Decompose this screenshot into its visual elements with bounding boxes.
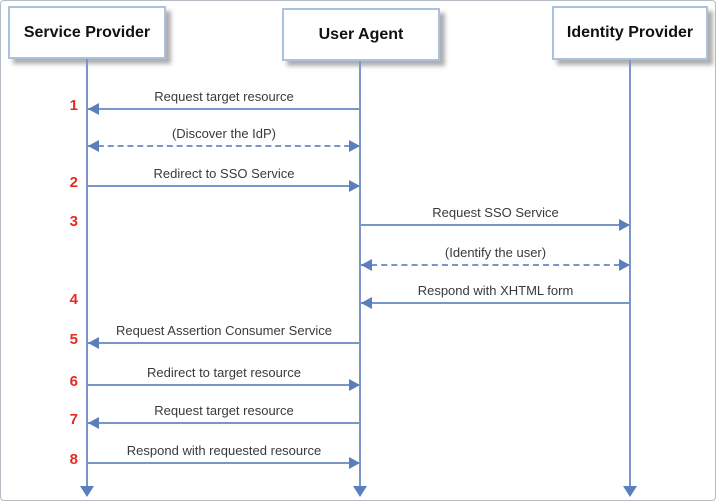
step-number: 2: [69, 174, 78, 191]
message-label: (Identify the user): [444, 245, 547, 260]
step-number: 8: [69, 451, 78, 468]
step-number: 6: [69, 373, 78, 390]
lifeline-service-provider: [86, 59, 88, 487]
message-arrow: [88, 417, 360, 429]
message-arrow: [88, 379, 360, 391]
message-label: (Discover the IdP): [171, 126, 277, 141]
lifeline-end-arrow-icon: [623, 486, 637, 497]
message-arrow: [88, 180, 360, 192]
actor-box-user-agent: User Agent: [282, 8, 440, 61]
message-label: Redirect to SSO Service: [153, 166, 295, 181]
actor-box-service-provider: Service Provider: [8, 6, 166, 59]
lifeline-end-arrow-icon: [353, 486, 367, 497]
actor-label-service-provider: Service Provider: [23, 23, 151, 41]
lifeline-identity-provider: [629, 60, 631, 487]
message-arrow: [88, 337, 360, 349]
message-label: Request target resource: [154, 89, 294, 104]
message-arrow: [88, 103, 360, 115]
message-label: Respond with XHTML form: [417, 283, 574, 298]
actor-label-identity-provider: Identity Provider: [566, 24, 694, 41]
actor-label-user-agent: User Agent: [318, 25, 404, 43]
lifeline-end-arrow-icon: [80, 486, 94, 497]
step-number: 7: [69, 411, 78, 428]
step-number: 3: [69, 213, 78, 230]
actor-box-identity-provider: Identity Provider: [552, 6, 708, 60]
message-label: Respond with requested resource: [126, 443, 322, 458]
message-label: Request SSO Service: [432, 205, 559, 220]
message-arrow: [88, 140, 360, 152]
message-label: Redirect to target resource: [147, 365, 301, 380]
message-label: Request target resource: [154, 403, 294, 418]
message-label: Request Assertion Consumer Service: [115, 323, 333, 338]
message-arrow: [361, 297, 630, 309]
message-arrow: [361, 219, 630, 231]
lifeline-user-agent: [359, 61, 361, 487]
step-number: 5: [69, 331, 78, 348]
step-number: 1: [69, 97, 78, 114]
message-arrow: [88, 457, 360, 469]
step-number: 4: [69, 291, 78, 308]
message-arrow: [361, 259, 630, 271]
